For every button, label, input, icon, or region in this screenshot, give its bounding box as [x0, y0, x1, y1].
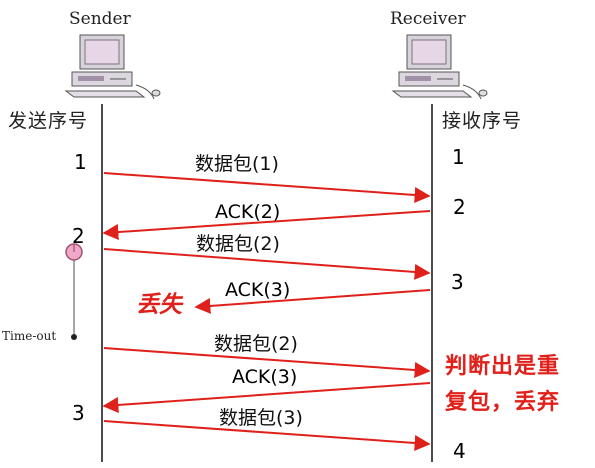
arrow-ack-3: [102, 382, 431, 413]
receiver-column-label: 接收序号: [442, 110, 523, 132]
receiver-computer-icon: [391, 34, 488, 100]
message-label: ACK(2): [215, 201, 281, 223]
receiver-seq-1: 1: [452, 145, 465, 169]
message-label: 数据包(2): [196, 233, 280, 255]
message-label: 数据包(3): [219, 407, 303, 429]
sender-seq-3: 3: [72, 401, 85, 425]
arrow-packet-2: [103, 248, 431, 280]
sender-column-label: 发送序号: [8, 110, 89, 132]
message-label: ACK(3): [225, 279, 291, 301]
timer-end-dot: [71, 334, 77, 340]
duplicate-note-line-1: 判断出是重: [445, 354, 561, 379]
sender-seq-2: 2: [72, 224, 85, 248]
arrow-ack-3-lost: [194, 289, 431, 314]
arrow-packet-3: [103, 420, 431, 451]
message-label: 数据包(2): [214, 333, 298, 355]
timeout-label: Time-out: [2, 329, 57, 343]
message-label: 数据包(1): [195, 153, 279, 175]
receiver-seq-4: 4: [453, 439, 466, 463]
sender-seq-1: 1: [74, 150, 87, 174]
sender-title: Sender: [69, 9, 131, 29]
message-label: ACK(3): [232, 366, 298, 388]
sender-computer-icon: [64, 34, 161, 100]
receiver-seq-3: 3: [451, 270, 464, 294]
lost-label: 丢失: [136, 291, 182, 318]
duplicate-note-line-2: 复包，丢弃: [445, 390, 561, 415]
receiver-seq-2: 2: [453, 195, 466, 219]
arrow-packet-2-retransmit: [103, 347, 431, 378]
receiver-title: Receiver: [390, 9, 466, 29]
arrow-packet-1: [103, 172, 431, 203]
arrow-ack-2: [102, 210, 431, 241]
